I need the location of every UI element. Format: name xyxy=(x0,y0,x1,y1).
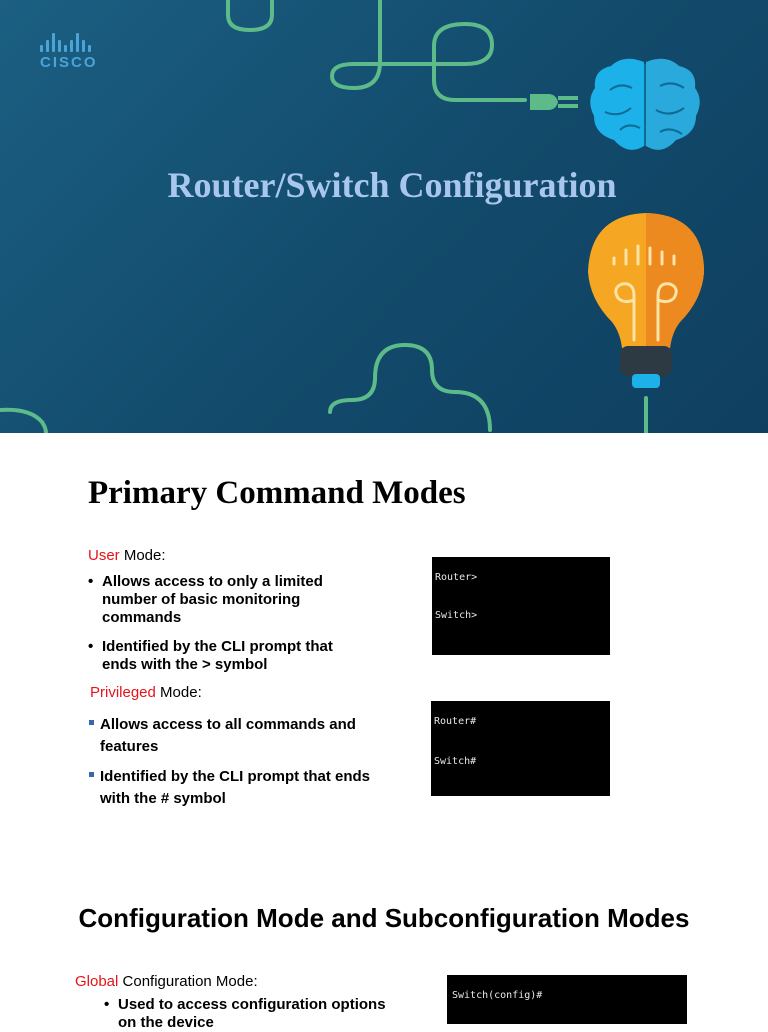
user-mode-keyword: User xyxy=(88,547,120,564)
cisco-logo-bars xyxy=(40,30,110,52)
bullet-item: Allows access to all commands and featur… xyxy=(89,714,370,758)
privileged-mode-label: Privileged Mode: xyxy=(90,684,202,701)
circuit-decoration xyxy=(0,0,704,433)
global-mode-keyword: Global xyxy=(75,973,119,990)
section-heading: Configuration Mode and Subconfiguration … xyxy=(78,903,690,933)
privileged-mode-terminal: Router# Switch# xyxy=(431,701,610,796)
global-mode-terminal: Switch(config)# xyxy=(447,975,687,1024)
bullet-item: •Allows access to only a limited number … xyxy=(88,573,323,626)
plug-icon xyxy=(530,94,578,110)
presentation-title: Router/Switch Configuration xyxy=(167,165,617,205)
global-mode-label: Global Configuration Mode: xyxy=(75,973,258,990)
bullet-item: Identified by the CLI prompt that ends w… xyxy=(89,766,370,810)
slide-heading: Primary Command Modes xyxy=(88,475,466,511)
user-mode-terminal: Router> Switch> xyxy=(432,557,610,655)
bullet-item: •Identified by the CLI prompt that ends … xyxy=(88,638,333,673)
terminal-line: Switch> xyxy=(435,610,478,621)
terminal-line: Router# xyxy=(434,716,477,727)
brain-icon xyxy=(590,58,700,150)
terminal-line: Switch(config)# xyxy=(452,990,543,1001)
cisco-logo-text: CISCO xyxy=(40,54,98,71)
terminal-line: Switch# xyxy=(434,756,477,767)
privileged-mode-keyword: Privileged xyxy=(90,684,156,701)
terminal-line: Router> xyxy=(435,572,478,583)
cisco-logo: CISCO xyxy=(40,30,110,72)
bullet-item: •Used to access configuration options on… xyxy=(104,996,386,1031)
lightbulb-icon xyxy=(588,213,704,388)
title-slide: CISCO Router/Switch Configuration xyxy=(0,0,768,433)
user-mode-label: User Mode: xyxy=(88,547,166,564)
command-modes-slide: Primary Command Modes User Mode: •Allows… xyxy=(0,433,768,1031)
